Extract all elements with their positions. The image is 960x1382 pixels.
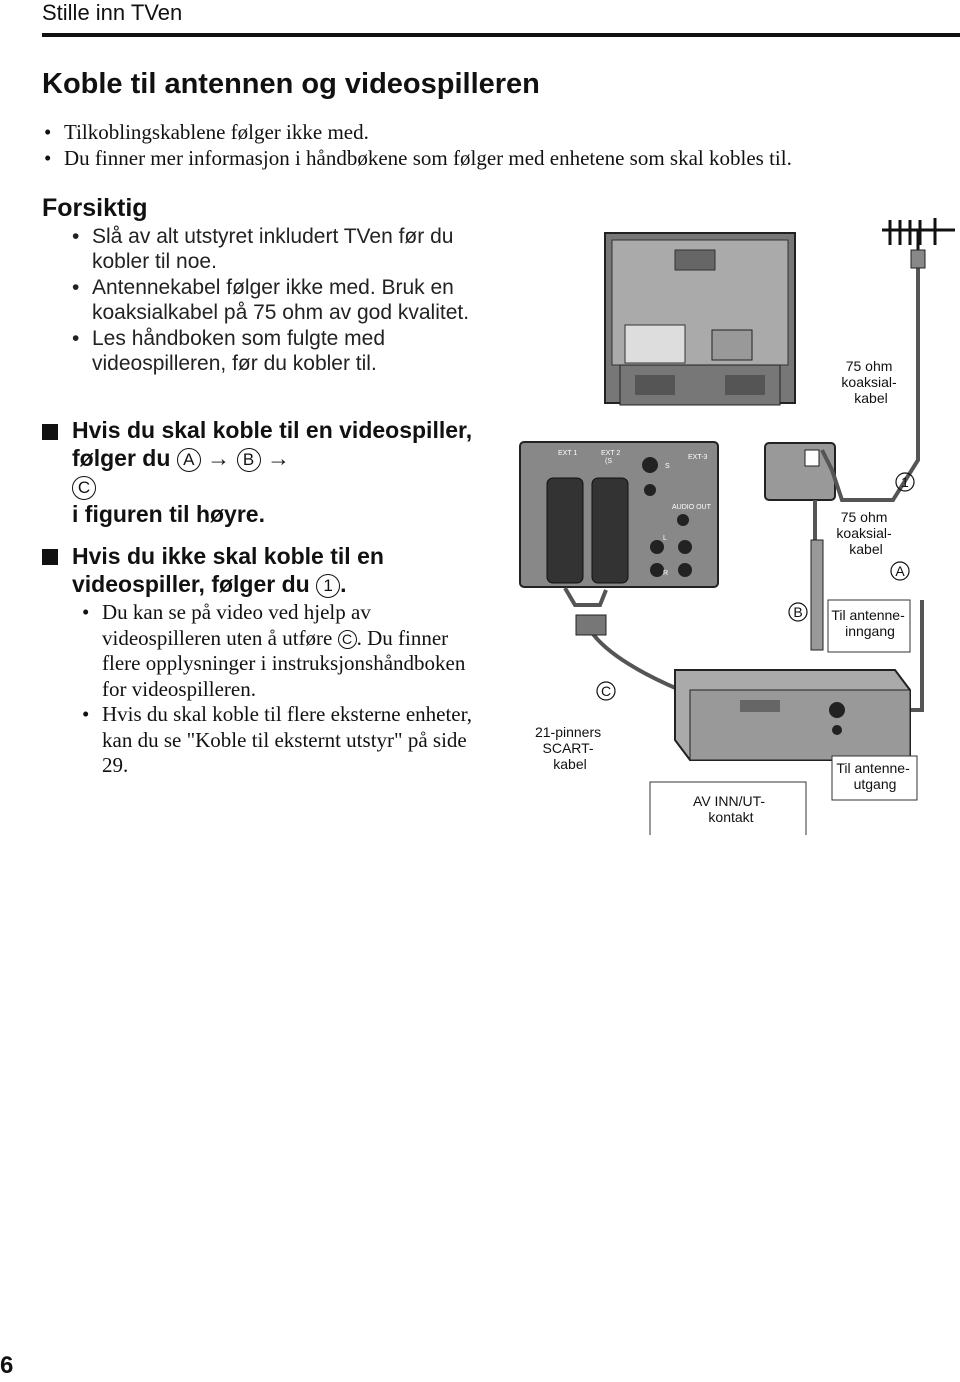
ext2-sub-label: (S [605,458,612,465]
connection-diagram: EXT 1 EXT 2 (S EXT-3 AUDIO OUT S L R [519,218,955,835]
connector-panel-illustration: EXT 1 EXT 2 (S EXT-3 AUDIO OUT S L R [519,441,719,588]
caution-item: Slå av alt utstyret inkludert TVen før d… [70,224,500,274]
antenna-icon [882,218,955,255]
arrow-icon: → [266,445,290,471]
notes-list: Du kan se på video ved hjelp av videospi… [80,600,490,779]
vcr-instruction-suffix: i figuren til høyre. [72,501,265,527]
s-video-label: S [665,463,670,470]
right-channel-label: R [663,570,668,577]
page-title: Koble til antennen og videospilleren [42,68,540,100]
marker-c-icon [596,681,616,701]
vcr-instruction: Hvis du skal koble til en videospiller, … [72,416,492,528]
ext3-label: EXT-3 [688,454,708,461]
caution-list: Slå av alt utstyret inkludert TVen før d… [70,224,500,377]
connector-plug-icon [910,249,926,269]
antenna-input-illustration [764,442,836,501]
note-text: . Du finner flere opplysninger i instruk… [102,625,466,701]
marker-1-icon [895,472,915,492]
cable-plug-icon [810,539,824,651]
intro-item: Du finner mer informasjon i håndbøkene s… [42,145,792,171]
novcr-instruction-text: Hvis du ikke skal koble til en videospil… [72,543,384,597]
square-bullet-icon [42,424,58,440]
marker-c-icon: C [72,476,96,500]
intro-item: Tilkoblingskablene følger ikke med. [42,119,792,145]
scart-cable-label: 21-pinners SCART- kabel [535,724,605,772]
marker-a-icon: A [176,448,201,472]
vcr-illustration [674,669,911,761]
marker-b-icon [788,602,808,622]
period: . [340,571,347,597]
antenna-out-label: Til antenne- utgang [836,760,913,792]
caution-item: Les håndboken som fulgte med videospille… [70,326,500,376]
marker-c-text: C [601,683,611,699]
av-connector-label: AV INN/UT- kontakt [693,793,769,825]
arrow-icon: → [207,445,231,471]
antenna-out-box [831,755,918,801]
ext1-label: EXT 1 [558,450,577,457]
tv-rear-illustration [604,232,796,406]
intro-list: Tilkoblingskablene følger ikke med. Du f… [42,119,792,171]
square-bullet-icon [42,549,58,565]
coax-cable-label-top: 75 ohm koaksial- kabel [841,358,900,406]
marker-b-text: B [793,604,802,620]
marker-c-icon: C [337,629,357,649]
running-header: Stille inn TVen [42,0,183,25]
note-text: Du kan se på video ved hjelp av videospi… [102,600,371,650]
marker-a-text: A [895,563,905,579]
note-item: Hvis du skal koble til flere eksterne en… [80,702,490,779]
vcr-instruction-text: Hvis du skal koble til en videospiller, … [72,417,473,471]
av-connector-box [649,781,807,835]
page-number: 6 [0,1352,14,1379]
novcr-instruction: Hvis du ikke skal koble til en videospil… [72,542,492,598]
scart-plug-icon [575,614,607,636]
left-channel-label: L [663,535,667,542]
caution-item: Antennekabel følger ikke med. Bruk en ko… [70,275,500,325]
audio-out-label: AUDIO OUT [672,504,712,511]
antenna-in-box [827,599,911,653]
note-item: Du kan se på video ved hjelp av videospi… [80,600,490,702]
marker-a-icon [890,561,910,581]
caution-heading: Forsiktig [42,194,148,222]
ext2-label: EXT 2 [601,450,620,457]
header-rule [42,33,960,37]
marker-1-text: 1 [901,474,909,490]
antenna-in-label: Til antenne- inngang [831,607,908,639]
coax-cable-label-mid: 75 ohm koaksial- kabel [836,509,895,557]
marker-1-icon: 1 [316,574,341,598]
marker-b-icon: B [236,448,261,472]
